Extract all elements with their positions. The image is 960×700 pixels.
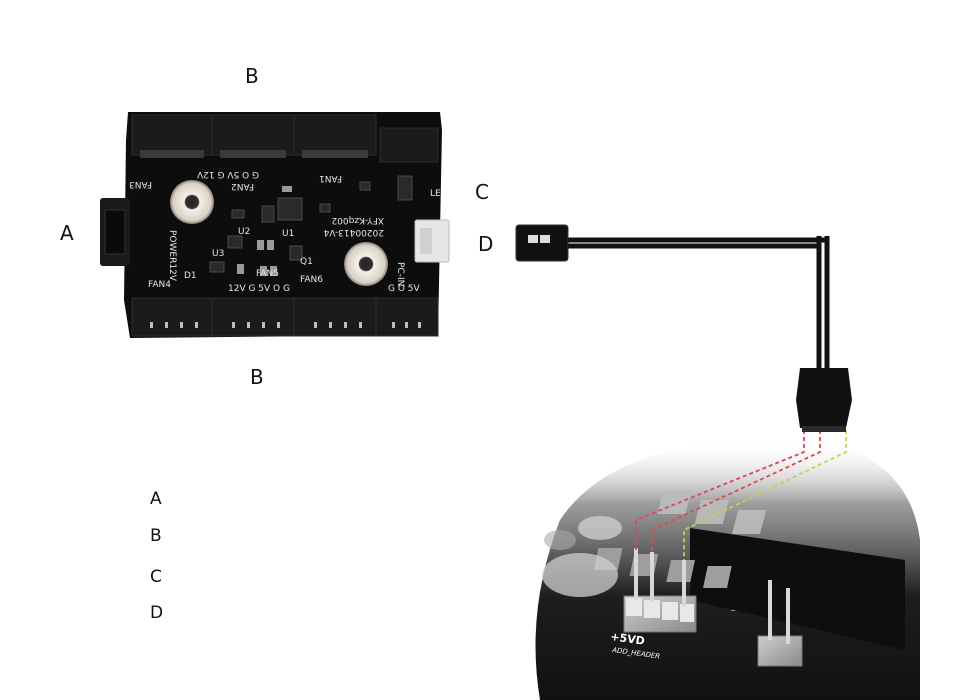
silk-power: POWER12V [167,230,177,282]
silk-fan6: FAN6 [300,275,323,285]
silk-volt-top: G O 5V G 12V [196,169,259,179]
pc-in-connector [414,219,450,263]
motherboard-5vd-header [623,548,697,633]
silk-g-o-5v: G O 5V [388,284,421,294]
header-label-add-header: ADD_HEADER [611,646,661,661]
silk-led: LE [430,189,441,199]
legend-item-c: C [150,567,162,587]
header-label-5vd: +5VD [610,630,646,648]
legend-item-b: B [150,526,162,546]
silk-fan5: FAN5 [256,269,279,279]
silk-pc-in: PC-IN [395,262,405,286]
callout-d: D [478,232,494,256]
legend-item-a: A [150,489,162,509]
silk-q1: Q1 [300,257,313,267]
wiring-guides [635,430,847,560]
screw-top-left [170,180,214,224]
callout-c: C [475,180,489,204]
top-fan-headers [131,114,439,163]
motherboard-2pin-header [757,580,803,667]
silk-u1: U1 [282,229,294,239]
callout-a: A [60,221,74,245]
silk-u3: U3 [212,249,224,259]
silk-u2: U2 [238,227,250,237]
silk-fan1: FAN1 [319,173,342,183]
callout-b-top: B [245,64,259,88]
silk-model: XFY-Kzq002 [331,215,384,225]
silk-d1: D1 [184,271,197,281]
silk-volt-bottom: 12V G 5V O G [228,284,290,294]
callout-b-bottom: B [250,365,264,389]
motherboard-area [535,439,920,700]
argb-cable [515,224,852,432]
silk-date: 20200413-V4 [323,227,384,237]
silk-fan3: FAN3 [129,179,152,189]
silk-fan2: FAN2 [231,181,254,191]
legend-item-d: D [150,603,164,623]
screw-bottom-right [344,242,388,286]
silk-fan4: FAN4 [148,280,171,290]
bottom-fan-headers [131,297,439,337]
